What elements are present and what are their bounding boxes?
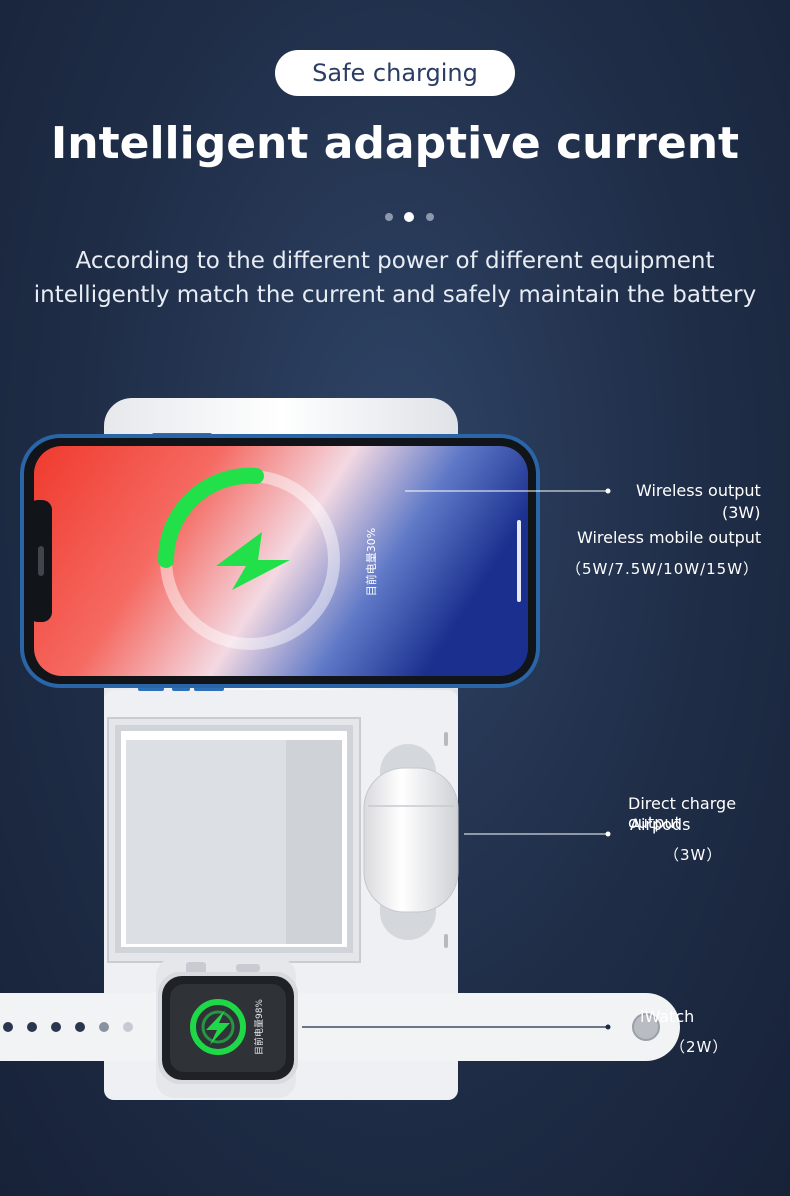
safe-charging-badge: Safe charging: [275, 50, 515, 96]
page-title: Intelligent adaptive current: [50, 118, 740, 169]
airpods-case: [363, 767, 459, 913]
description: According to the different power of diff…: [0, 244, 790, 312]
pagination-dots: [385, 212, 435, 222]
pagination-dot-3[interactable]: [426, 213, 434, 221]
wireless-mobile-output-label: Wireless mobile output: [577, 528, 762, 547]
wireless-mobile-output-spec: （5W/7.5W/10W/15W）: [566, 560, 760, 578]
watch-charge-ring: [190, 999, 246, 1055]
iwatch-spec: （2W）: [670, 1038, 729, 1056]
airpods-spec: （3W）: [664, 846, 723, 864]
pagination-dot-2[interactable]: [404, 212, 414, 222]
lightning-icon: [216, 532, 290, 590]
pagination-dot-1[interactable]: [385, 213, 393, 221]
watch-battery-text: 目前电量98%: [253, 999, 265, 1055]
apple-watch: [158, 972, 298, 1084]
direct-charge-output-label: Direct charge output: [628, 794, 737, 832]
phone-charge-ring: [157, 467, 340, 650]
storage-tray: [107, 717, 361, 963]
wireless-output-label: Wireless output: [636, 481, 761, 500]
lightning-icon: [206, 1010, 230, 1045]
callout-line-iwatch: [302, 1024, 611, 1030]
wireless-output-watt: (3W): [722, 503, 761, 522]
iwatch-label: iWatch: [640, 1007, 695, 1026]
description-line-2: intelligently match the current and safe…: [33, 282, 757, 308]
callout-line-airpods: [464, 831, 611, 837]
description-line-1: According to the different power of diff…: [75, 248, 715, 274]
airpods-label: Airpods: [630, 815, 691, 834]
callout-line-wireless: [405, 488, 611, 494]
phone-battery-text: 目前电量30%: [364, 528, 378, 596]
